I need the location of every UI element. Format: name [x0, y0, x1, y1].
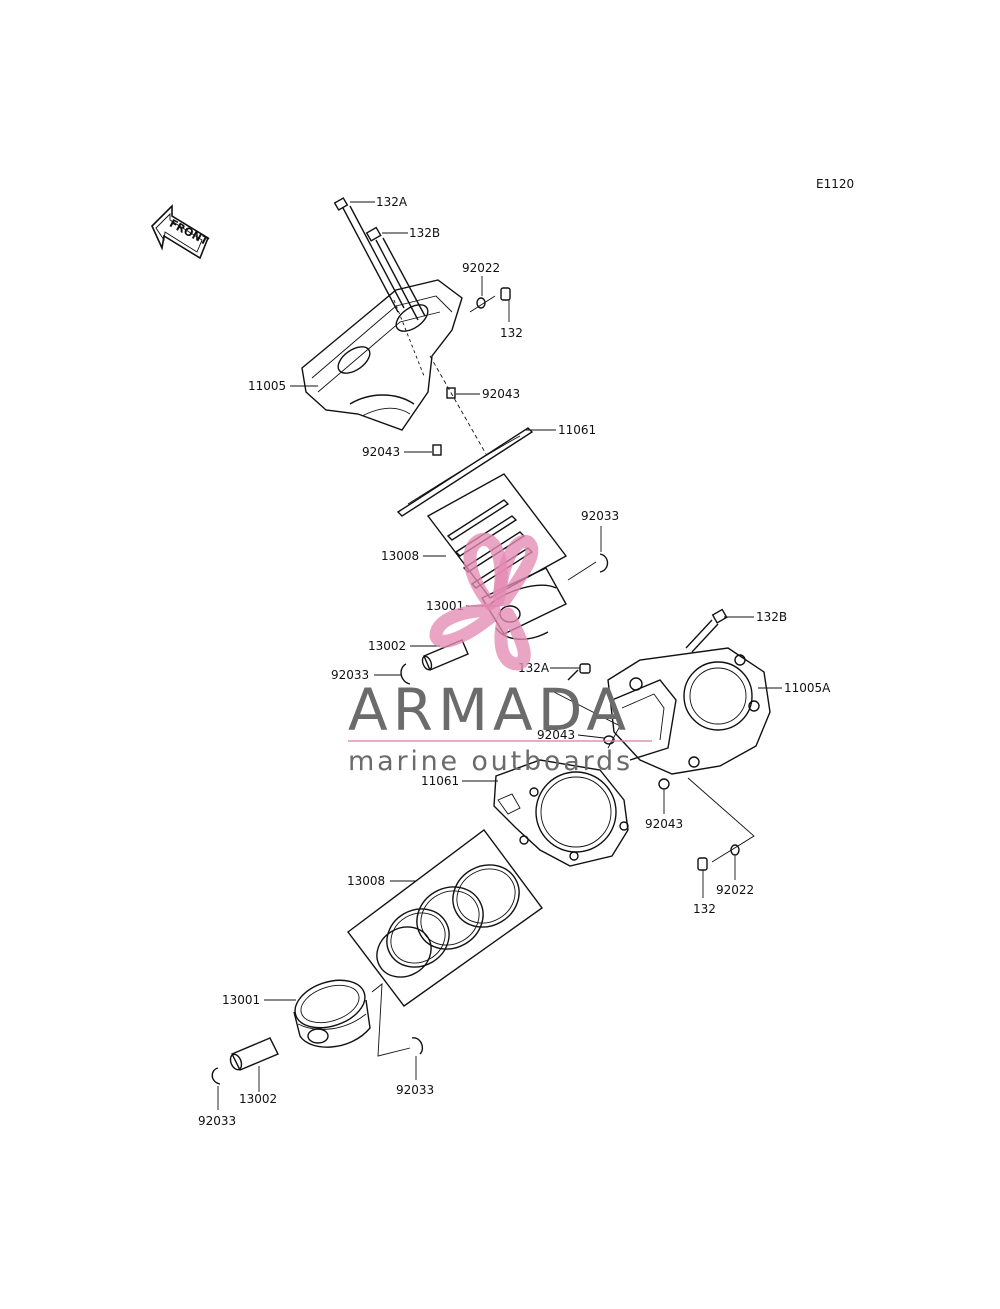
bolt-132-right	[697, 857, 708, 871]
watermark-tagline: marine outboards	[348, 746, 633, 777]
label-11061-right: 11061	[421, 774, 459, 788]
bolt-132a-right	[567, 663, 591, 681]
label-92022-upper: 92022	[462, 261, 500, 275]
gasket-11061-upper	[396, 427, 534, 517]
label-13002-lower: 13002	[239, 1092, 277, 1106]
front-arrow-icon: FRONT	[151, 204, 211, 260]
label-92033-lower-left: 92033	[198, 1114, 236, 1128]
label-13001-lower: 13001	[222, 993, 260, 1007]
label-92043-right-a: 92043	[537, 728, 575, 742]
bolt-132b-right	[685, 608, 728, 653]
cylinder-11005	[301, 279, 463, 431]
diagram-code: E1120	[816, 177, 854, 191]
label-132a-upper: 132A	[376, 195, 408, 209]
label-13008-upper: 13008	[381, 549, 419, 563]
circlip-92033-lower-right	[411, 1037, 424, 1055]
label-11005a: 11005A	[784, 681, 831, 695]
piston-rings-13008-lower	[347, 829, 543, 1007]
gasket-11061-right	[493, 759, 629, 867]
label-13002-upper: 13002	[368, 639, 406, 653]
propeller-logo-icon	[429, 532, 539, 671]
bolt-132a-upper	[333, 197, 405, 313]
cylinder-11005a	[607, 647, 771, 775]
washer-92022-upper	[476, 297, 486, 309]
label-92043-right-b: 92043	[645, 817, 683, 831]
label-11061-upper: 11061	[558, 423, 596, 437]
label-13008-lower: 13008	[347, 874, 385, 888]
label-92022-right: 92022	[716, 883, 754, 897]
label-92043-upper-a: 92043	[482, 387, 520, 401]
dowel-92043-right-b	[658, 778, 670, 790]
part-labels: 132A 132B 92022 132 11005 92043 11061 92…	[198, 195, 831, 1128]
watermark-brand: ARMADA	[348, 676, 631, 744]
piston-pin-13002-lower	[229, 1037, 279, 1071]
label-92033-lower-right: 92033	[396, 1083, 434, 1097]
bolt-132-upper	[469, 287, 511, 313]
label-11005: 11005	[248, 379, 286, 393]
front-label: FRONT	[167, 217, 211, 248]
label-132-upper: 132	[500, 326, 523, 340]
dowel-92043-upper-b	[432, 444, 442, 456]
watermark: ARMADA marine outboards	[348, 532, 652, 777]
circlip-92033-upper-right	[599, 553, 609, 573]
piston-13001-lower	[293, 979, 371, 1048]
label-92033-upper-left: 92033	[331, 668, 369, 682]
label-92033-upper-right: 92033	[581, 509, 619, 523]
dowel-92043-right-a	[603, 735, 615, 745]
label-132b-right: 132B	[756, 610, 787, 624]
circlip-92033-lower-left	[211, 1067, 221, 1085]
label-92043-upper-b: 92043	[362, 445, 400, 459]
label-132-right: 132	[693, 902, 716, 916]
label-132b-upper: 132B	[409, 226, 440, 240]
dowel-92043-upper-a	[446, 387, 456, 399]
